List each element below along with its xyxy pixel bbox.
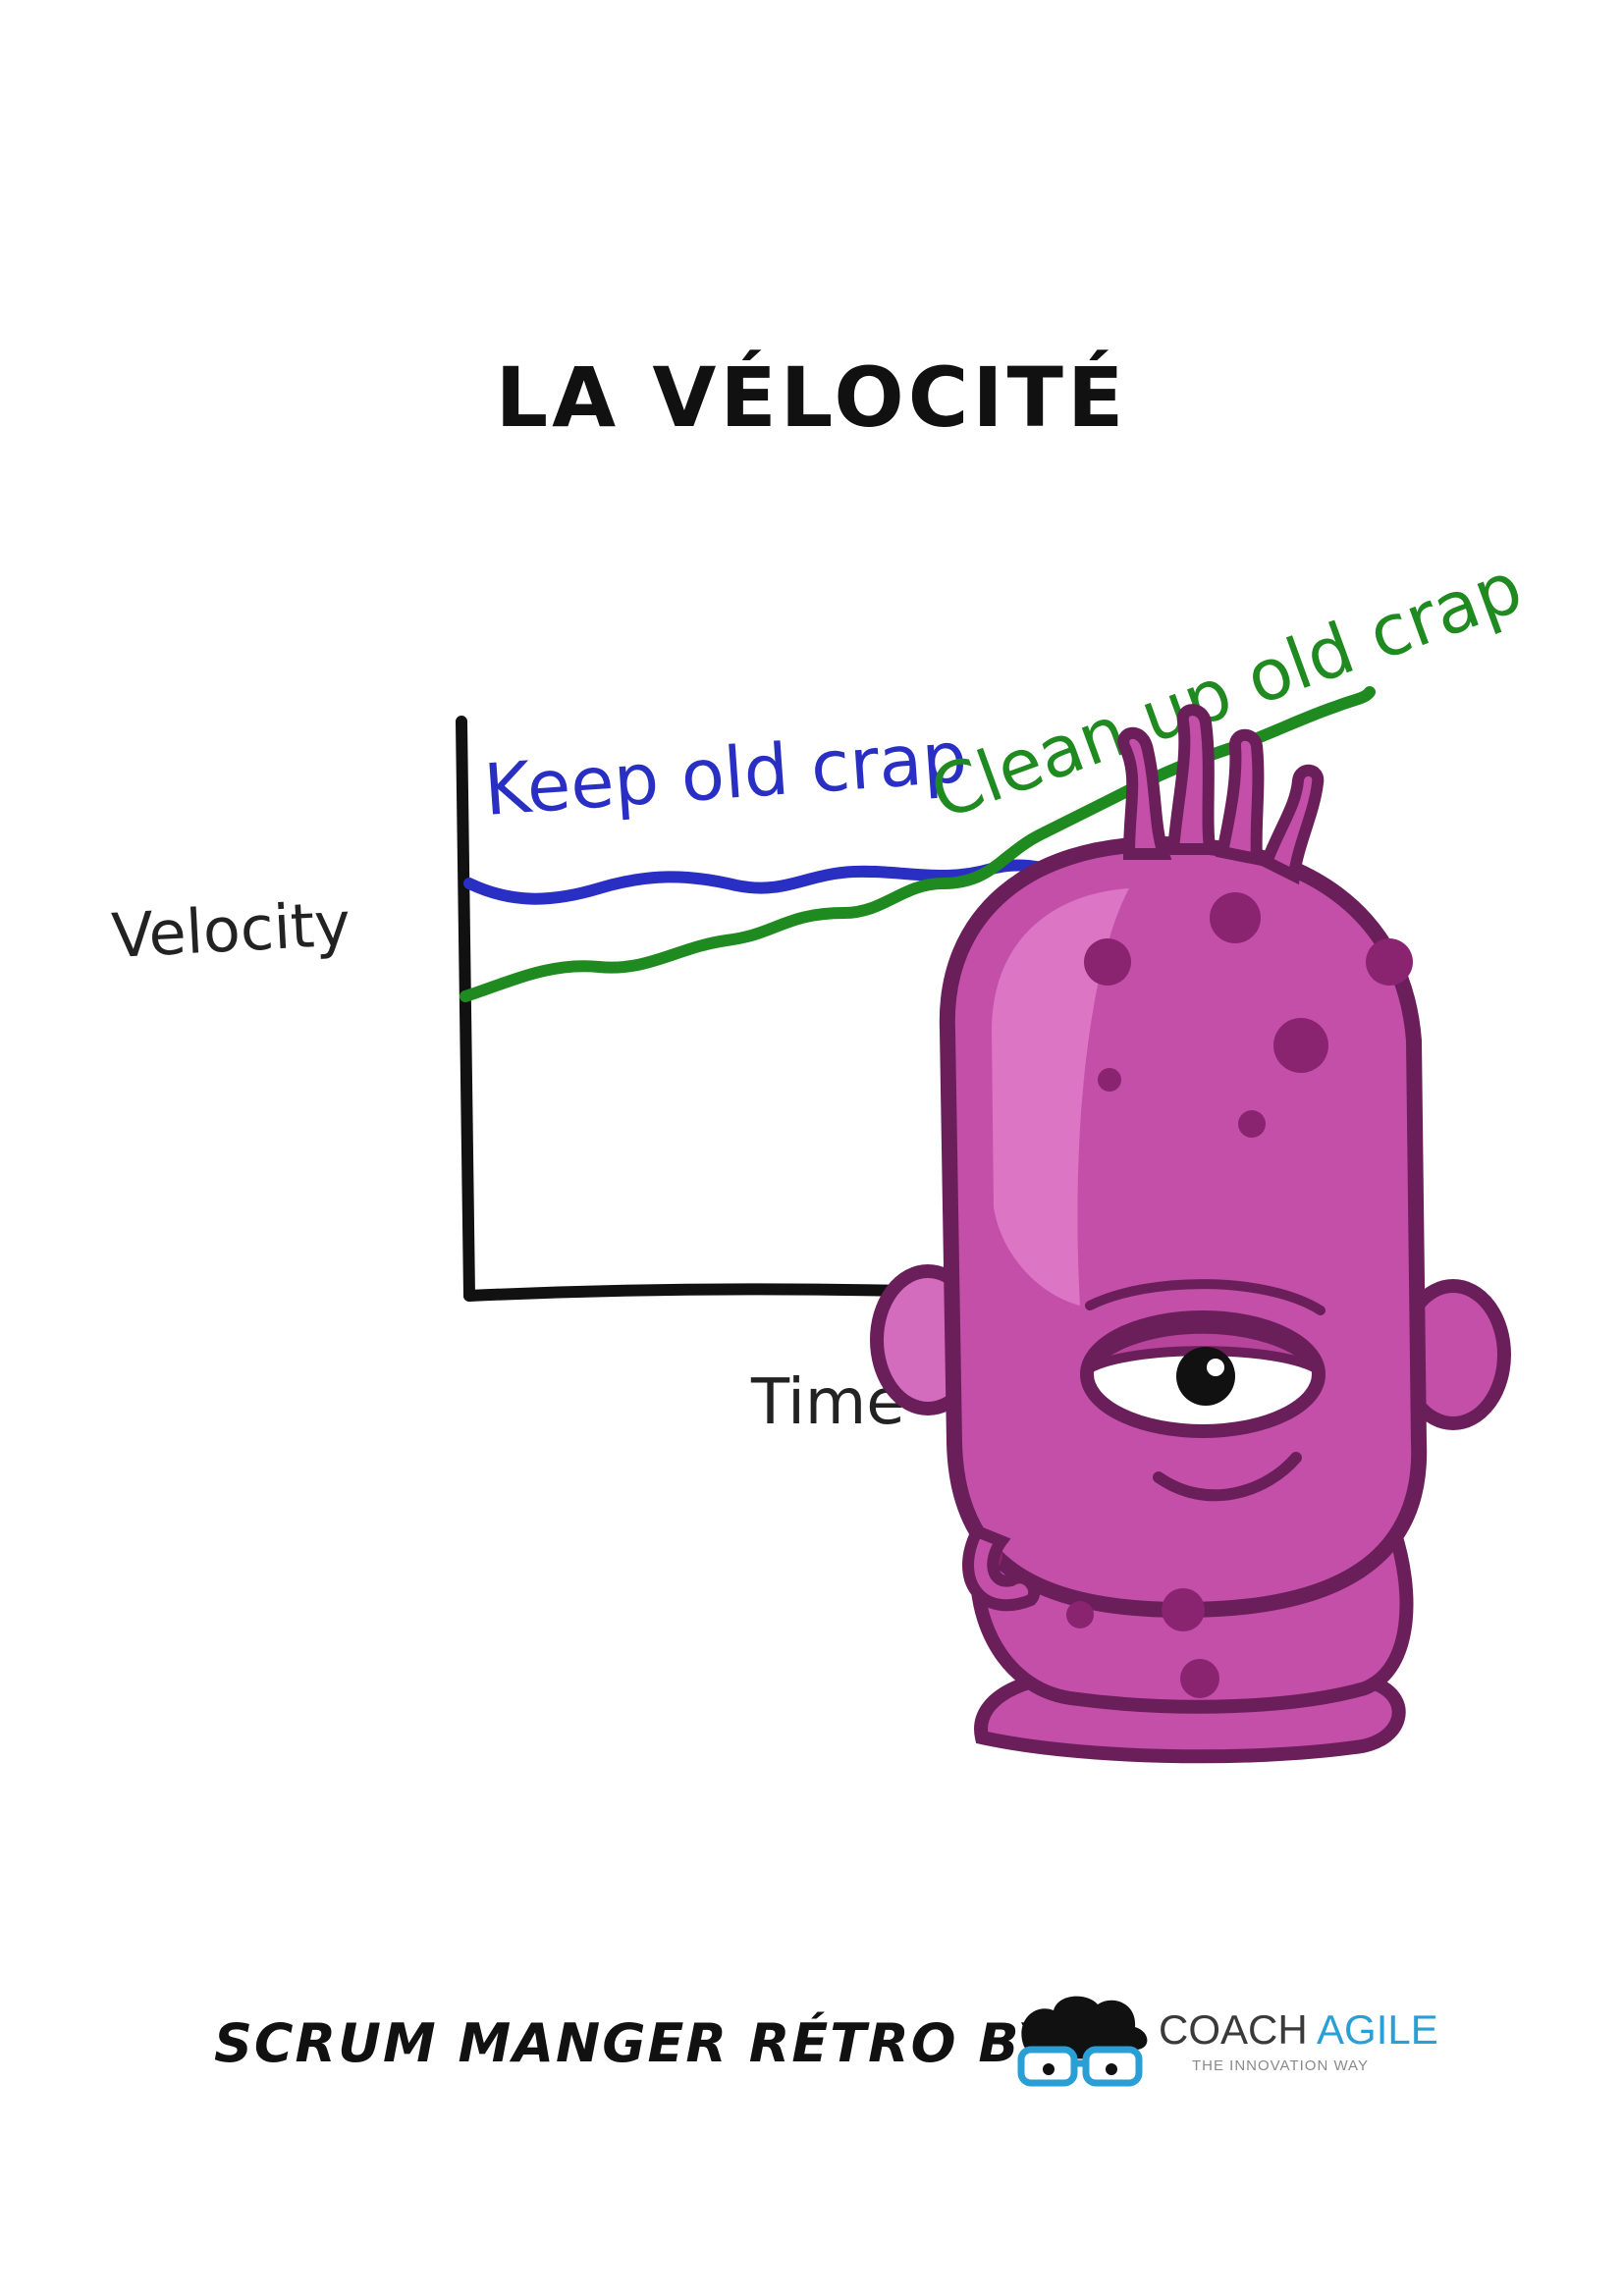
x-axis	[463, 1283, 909, 1302]
green-series-label: Clean up old crap	[920, 546, 1533, 835]
y-axis-label: Velocity	[110, 887, 352, 972]
blue-series-label: Keep old crap	[481, 716, 969, 831]
coach-agile-logo: COACH AGILE THE INNOVATION WAY	[1009, 1993, 1438, 2101]
footer-credit: SCRUM MANGER RÉTRO BY	[214, 2012, 1058, 2074]
green-series-line	[460, 686, 1376, 1002]
y-axis	[456, 716, 475, 1302]
glasses-face-icon	[1017, 1996, 1148, 2087]
page-title: LA VÉLOCITÉ	[495, 349, 1128, 447]
logo-tagline: THE INNOVATION WAY	[1192, 2057, 1369, 2074]
logo-word-coach: COACH	[1159, 2006, 1308, 2053]
logo-wordmark: COACH AGILE	[1159, 2006, 1438, 2054]
logo-word-agile: AGILE	[1317, 2006, 1438, 2053]
monster-icon	[870, 704, 1511, 1764]
